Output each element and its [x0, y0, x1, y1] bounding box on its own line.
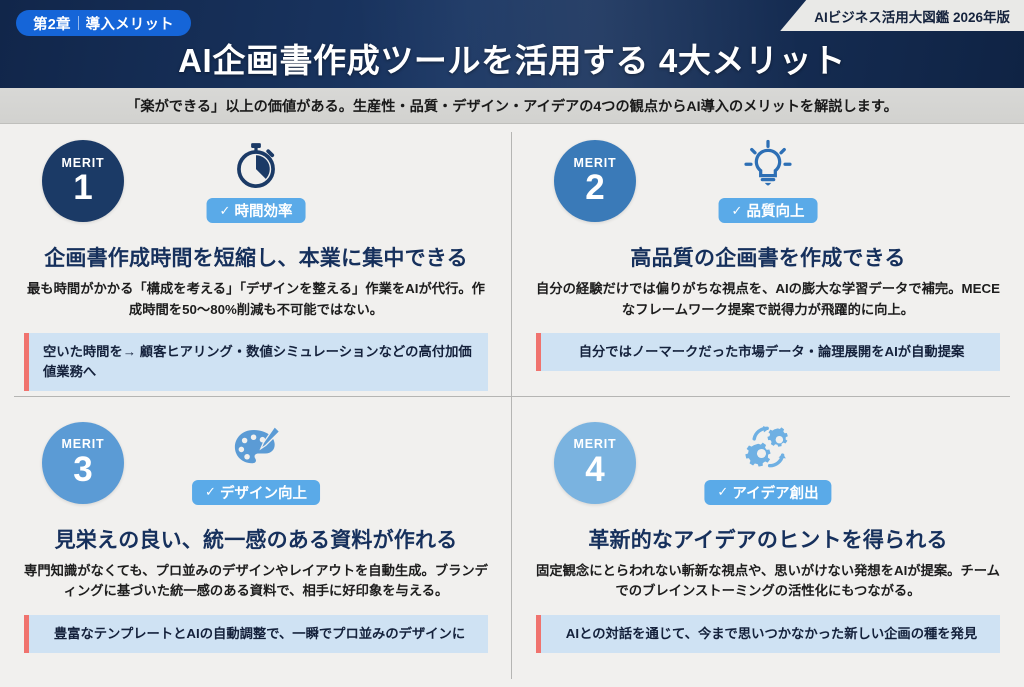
merit-tag-label: アイデア創出 [732, 485, 819, 502]
merit-card-4: MERIT 4 [512, 406, 1024, 687]
gears-cycle-icon [737, 418, 799, 476]
grid-horizontal-divider [14, 396, 1010, 398]
merit-tag-1: ✓ 時間効率 [206, 198, 306, 223]
merit-badge-2: MERIT 2 [554, 140, 636, 222]
merits-grid: MERIT 1 ✓ 時間効率 企画書作成時間を短縮 [0, 124, 1024, 687]
merit-card-4-top: MERIT 4 [536, 418, 1000, 526]
merit-badge-3: MERIT 3 [42, 421, 124, 504]
merit-heading-2: 高品質の企画書を作成できる [630, 247, 906, 270]
palette-icon [225, 418, 287, 476]
merit-heading-4: 革新的なアイデアのヒントを得られる [588, 528, 948, 552]
corner-ribbon: AIビジネス活用大図鑑 2026年版 [780, 0, 1024, 31]
merit-card-1-top: MERIT 1 ✓ 時間効率 [24, 136, 488, 244]
chapter-divider-icon [77, 16, 79, 30]
grid-vertical-divider [511, 132, 513, 679]
merit-body-2: 自分の経験だけでは偏りがちな視点を、AIの膨大な学習データで補完。MECEなフレ… [536, 281, 1000, 317]
merit-card-1: MERIT 1 ✓ 時間効率 企画書作成時間を短縮 [0, 124, 512, 406]
merit-tag-label: 品質向上 [746, 204, 805, 220]
check-icon: ✓ [731, 202, 743, 218]
merit-number-label: 2 [585, 168, 605, 208]
page-title: AI企画書作成ツールを活用する 4大メリット [178, 42, 846, 79]
merit-heading-3: 見栄えの良い、統一感のある資料が作れる [54, 528, 458, 552]
merit-callout-2: 自分ではノーマークだった市場データ・論理展開をAIが自動提案 [536, 333, 1000, 372]
merit-card-2-top: MERIT 2 ✓ [536, 136, 1000, 244]
lightbulb-icon [737, 136, 799, 194]
merit-callout-3: 豊富なテンプレートとAIの自動調整で、一瞬でプロ並みのデザインに [24, 614, 488, 653]
stopwatch-icon [225, 136, 287, 194]
merit-number-label: 3 [73, 449, 93, 489]
chapter-topic-label: 導入メリット [85, 16, 174, 33]
merit-number-label: 4 [585, 449, 605, 489]
merit-body-1: 最も時間がかかる「構成を考える」「デザインを整える」作業をAIが代行。作成時間を… [27, 281, 485, 317]
merit-word-label: MERIT [61, 437, 105, 452]
page-header: 第2章 導入メリット AIビジネス活用大図鑑 2026年版 AI企画書作成ツール… [0, 0, 1024, 88]
merit-tag-label: デザイン向上 [219, 485, 307, 502]
merit-badge-1: MERIT 1 [42, 140, 124, 222]
merit-card-2: MERIT 2 ✓ [512, 124, 1024, 406]
merit-callout-1: 空いた時間を→ 顧客ヒアリング・数値シミュレーションなどの高付加価値業務へ [24, 333, 488, 392]
merit-card-3-top: MERIT 3 ✓ デザイン向上 [24, 418, 488, 526]
merit-heading-1: 企画書作成時間を短縮し、本業に集中できる [44, 247, 468, 270]
check-icon: ✓ [717, 484, 729, 499]
chapter-number-label: 第2章 [33, 16, 71, 33]
merit-tag-label: 時間効率 [234, 204, 293, 220]
merit-word-label: MERIT [573, 155, 617, 170]
chapter-badge: 第2章 導入メリット [16, 10, 191, 36]
merit-word-label: MERIT [573, 437, 617, 452]
merit-number-label: 1 [73, 168, 93, 208]
merit-body-3: 専門知識がなくても、プロ並みのデザインやレイアウトを自動生成。ブランディングに基… [24, 562, 488, 599]
merit-body-4: 固定観念にとらわれない斬新な視点や、思いがけない発想をAIが提案。チームでのブレ… [536, 562, 1000, 599]
merit-card-3: MERIT 3 ✓ デザイン向上 [0, 406, 512, 687]
merit-word-label: MERIT [61, 155, 105, 170]
merit-badge-4: MERIT 4 [554, 421, 636, 504]
merit-tag-4: ✓ アイデア創出 [704, 479, 832, 505]
check-icon: ✓ [219, 202, 231, 218]
merit-tag-3: ✓ デザイン向上 [192, 479, 320, 505]
check-icon: ✓ [205, 484, 216, 499]
merit-callout-4: AIとの対話を通じて、今まで思いつかなかった新しい企画の種を発見 [536, 614, 1000, 653]
merit-tag-2: ✓ 品質向上 [718, 198, 818, 223]
page-subtitle: 「楽ができる」以上の価値がある。生産性・品質・デザイン・アイデアの4つの観点から… [0, 88, 1024, 124]
